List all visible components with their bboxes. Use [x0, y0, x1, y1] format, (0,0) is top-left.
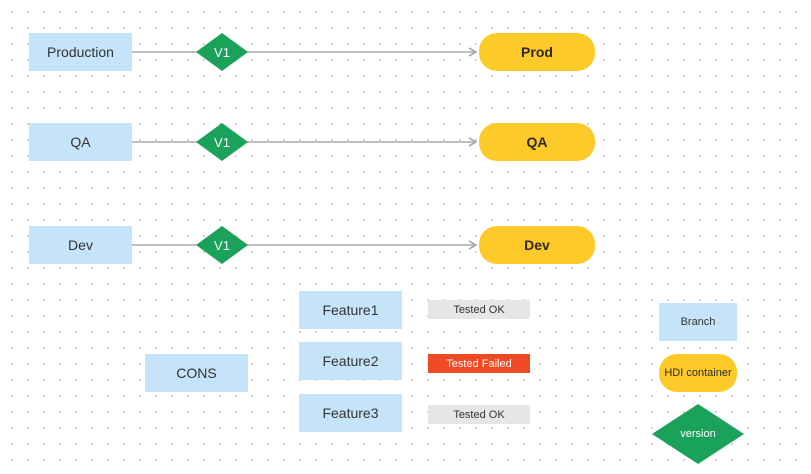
version-label-production: V1 — [214, 44, 230, 60]
legend-version-label: version — [680, 428, 716, 440]
version-diamond-production — [196, 33, 248, 71]
status-tested-failed-2: Tested Failed — [428, 354, 530, 373]
hdi-container-dev: Dev — [479, 226, 595, 264]
legend-version-diamond — [652, 404, 744, 464]
feature-branch-1: Feature1 — [299, 291, 402, 329]
legend-hdi-container: HDI container — [659, 354, 737, 392]
status-tested-ok-1: Tested OK — [428, 300, 530, 319]
branch-cons: CONS — [145, 354, 248, 392]
feature-branch-2: Feature2 — [299, 342, 402, 380]
version-diamond-dev — [196, 226, 248, 264]
version-diamond-qa — [196, 123, 248, 161]
hdi-container-prod: Prod — [479, 33, 595, 71]
branch-qa: QA — [29, 123, 132, 161]
status-tested-ok-3: Tested OK — [428, 405, 530, 424]
legend-branch: Branch — [659, 303, 737, 341]
branch-dev: Dev — [29, 226, 132, 264]
version-label-dev: V1 — [214, 237, 230, 253]
feature-branch-3: Feature3 — [299, 394, 402, 432]
version-label-qa: V1 — [214, 134, 230, 150]
hdi-container-qa: QA — [479, 123, 595, 161]
branch-production: Production — [29, 33, 132, 71]
